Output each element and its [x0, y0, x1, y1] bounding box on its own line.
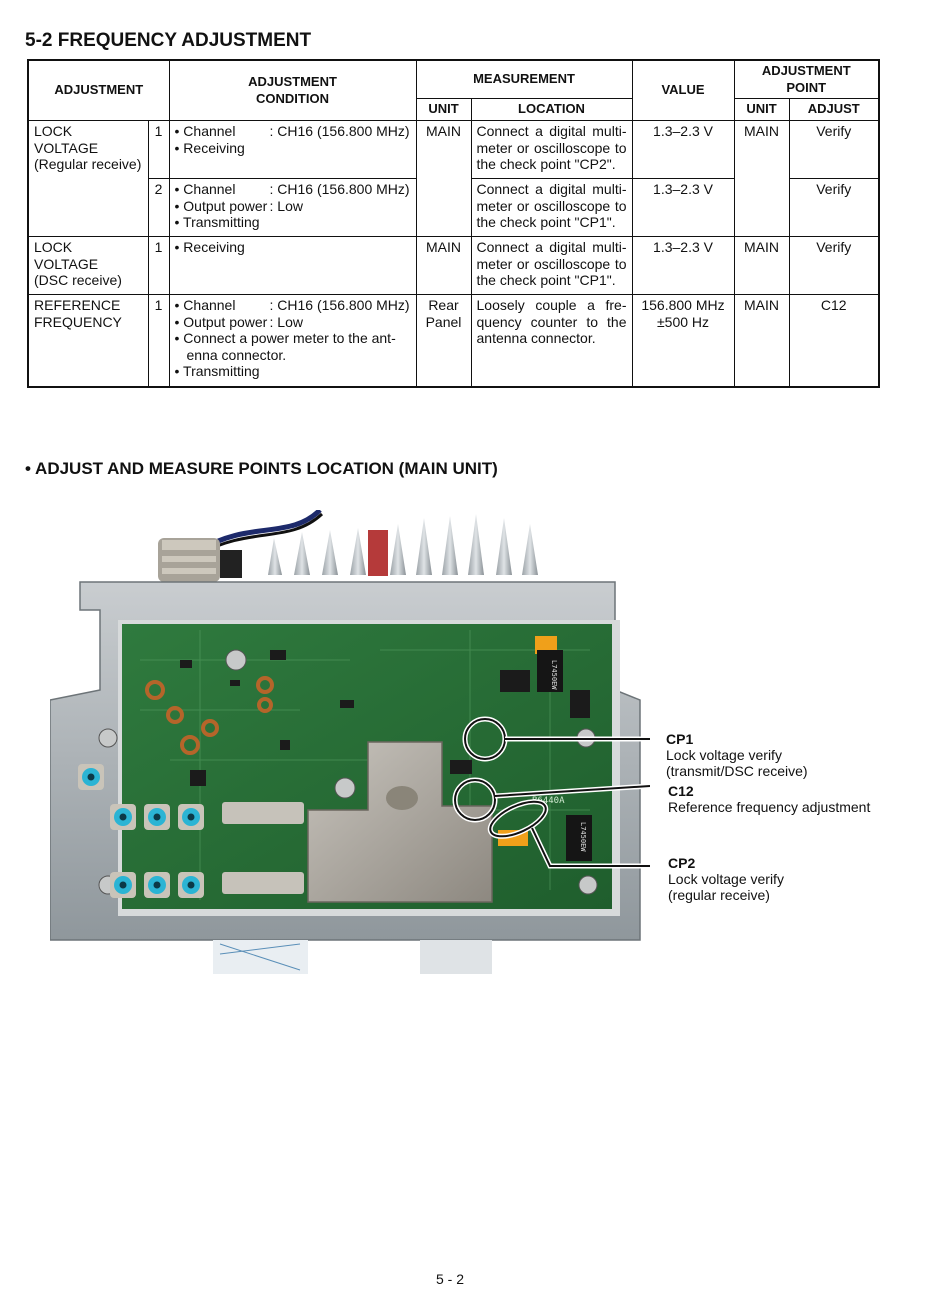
header-ap-unit: UNIT — [733, 98, 790, 121]
location-cell: Connect a digital multi-meter or oscillo… — [470, 120, 633, 179]
ap-unit-cell: MAIN — [733, 120, 790, 237]
callout-cp2: CP2 Lock voltage verify (regular receive… — [668, 855, 784, 903]
adjustment-cell: LOCK VOLTAGE (DSC receive) — [27, 236, 149, 295]
ap-unit-cell: MAIN — [733, 236, 790, 295]
step-cell: 1 — [147, 294, 170, 388]
table-row: 2 • Channel: CH16 (156.800 MHz) • Output… — [28, 178, 880, 237]
pcb-label-b6440a: B6440A — [532, 796, 565, 806]
unit-cell: Rear Panel — [415, 294, 472, 388]
header-location: LOCATION — [470, 98, 633, 121]
header-condition: ADJUSTMENT CONDITION — [168, 59, 417, 121]
condition-cell: • Channel: CH16 (156.800 MHz) • Output p… — [168, 178, 417, 237]
ic-label-l7450e: L7450EW — [579, 822, 587, 852]
ap-adjust-cell: Verify — [788, 178, 880, 237]
step-cell: 1 — [147, 236, 170, 295]
header-ap-adjust: ADJUST — [788, 98, 880, 121]
step-cell: 1 — [147, 120, 170, 179]
table-row: REFERENCE FREQUENCY 1 • Channel: CH16 (1… — [27, 294, 880, 388]
callout-cp2-label: CP2 — [668, 855, 696, 871]
photo-section-title: • ADJUST AND MEASURE POINTS LOCATION (MA… — [25, 459, 498, 478]
adjustment-cell: REFERENCE FREQUENCY — [27, 294, 149, 388]
ap-adjust-cell: Verify — [788, 236, 880, 295]
header-adjustment-point: ADJUSTMENT POINT — [733, 59, 880, 99]
condition-cell: • Channel: CH16 (156.800 MHz) • Output p… — [168, 294, 417, 388]
ap-unit-cell: MAIN — [733, 294, 790, 388]
header-unit: UNIT — [415, 98, 472, 121]
location-cell: Connect a digital multi-meter or oscillo… — [470, 236, 633, 295]
ap-adjust-cell: Verify — [788, 120, 880, 179]
adjustment-cell: LOCK VOLTAGE (Regular receive) — [27, 120, 149, 237]
value-cell: 1.3–2.3 V — [631, 120, 735, 179]
header-measurement: MEASUREMENT — [415, 59, 633, 99]
ic-label-l7450ew: L7450EW — [550, 660, 558, 690]
callout-cp1-label: CP1 — [666, 731, 694, 747]
table-row: LOCK VOLTAGE (DSC receive) 1 • Receiving… — [27, 236, 880, 295]
location-cell: Loosely couple a fre-quency counter to t… — [470, 294, 633, 388]
rca-jacks — [78, 764, 204, 898]
heatsink — [268, 514, 538, 576]
condition-cell: • Channel: CH16 (156.800 MHz) • Receivin… — [168, 120, 417, 179]
header-adjustment: ADJUSTMENT — [27, 59, 170, 121]
step-cell: 2 — [147, 178, 170, 237]
section-title: 5-2 FREQUENCY ADJUSTMENT — [25, 30, 312, 51]
main-unit-photo: L7450EW L7450EW B6440A — [50, 510, 650, 974]
frequency-adjustment-table: ADJUSTMENT ADJUSTMENT CONDITION MEASUREM… — [27, 59, 880, 388]
value-cell: 156.800 MHz ±500 Hz — [631, 294, 735, 388]
value-cell: 1.3–2.3 V — [631, 236, 735, 295]
unit-cell: MAIN — [415, 236, 472, 295]
page-number: 5 - 2 — [435, 1271, 464, 1287]
ap-adjust-cell: C12 — [788, 294, 880, 388]
table-row: LOCK VOLTAGE (Regular receive) 1 • Chann… — [27, 120, 880, 237]
value-cell: 1.3–2.3 V — [631, 178, 735, 237]
callout-c12: C12 Reference frequency adjustment — [668, 783, 871, 815]
callout-c12-label: C12 — [668, 783, 694, 799]
callout-cp1: CP1 Lock voltage verify (transmit/DSC re… — [666, 731, 808, 779]
shield-case — [307, 741, 493, 903]
condition-cell: • Receiving — [168, 236, 417, 295]
unit-cell: MAIN — [415, 120, 472, 237]
header-value: VALUE — [631, 59, 735, 121]
antenna-connector — [158, 538, 242, 582]
location-cell: Connect a digital multi-meter or oscillo… — [470, 178, 633, 237]
